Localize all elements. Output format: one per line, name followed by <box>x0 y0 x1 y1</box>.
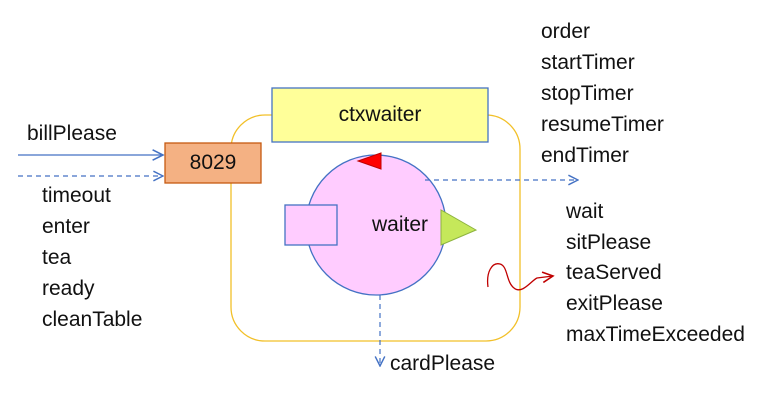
incoming-event-cleantable: cleanTable <box>42 308 143 331</box>
outgoing-event-order: order <box>541 20 591 43</box>
card-please-label: cardPlease <box>390 352 496 375</box>
outgoing-event-wait: wait <box>566 200 604 223</box>
context-box[interactable] <box>271 87 489 143</box>
outgoing-event-resumetimer: resumeTimer <box>541 113 664 136</box>
port-box-label: 8029 <box>189 151 237 174</box>
actor-queue-box <box>284 204 338 246</box>
incoming-event-ready: ready <box>42 277 95 300</box>
outgoing-event-sitplease: sitPlease <box>566 231 652 254</box>
bill-please-label: billPlease <box>27 122 117 145</box>
port-box[interactable] <box>164 142 262 184</box>
incoming-event-timeout: timeout <box>42 184 111 207</box>
green-marker-icon <box>440 209 478 246</box>
outgoing-event-exitplease: exitPlease <box>566 292 663 315</box>
squiggle-arrow <box>486 263 553 291</box>
outgoing-event-teaserved: teaServed <box>566 261 662 284</box>
red-marker-icon <box>356 152 382 170</box>
actor-label: waiter <box>371 213 429 236</box>
outgoing-event-stoptimer: stopTimer <box>541 82 634 105</box>
incoming-event-tea: tea <box>42 246 72 269</box>
outgoing-event-endtimer: endTimer <box>541 144 629 167</box>
context-box-label: ctxwaiter <box>338 103 422 126</box>
outgoing-event-starttimer: startTimer <box>541 51 635 74</box>
incoming-event-enter: enter <box>42 215 90 238</box>
outgoing-event-maxtimeexceeded: maxTimeExceeded <box>566 323 745 346</box>
